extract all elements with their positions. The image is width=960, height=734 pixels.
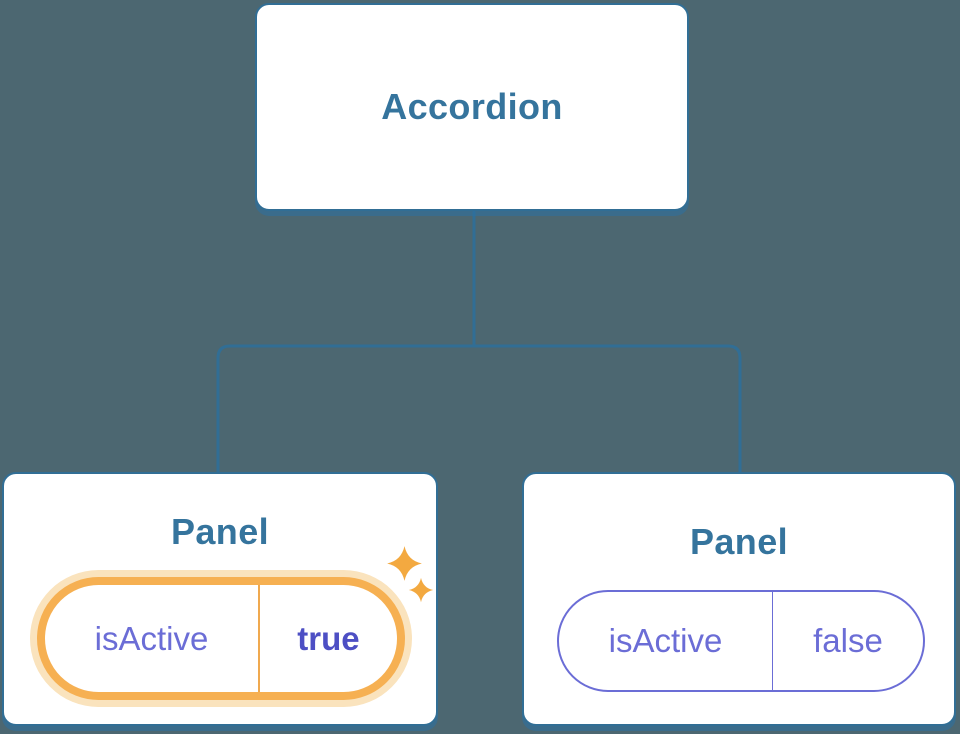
panel-label: Panel xyxy=(689,521,789,562)
state-name: isActive xyxy=(559,592,773,690)
state-value: true xyxy=(297,619,360,657)
accordion-node: Accordion xyxy=(255,3,689,211)
state-pill-inactive: isActive false xyxy=(557,590,925,692)
state-pill-active: isActive true xyxy=(37,577,405,700)
state-value: false xyxy=(813,622,883,659)
state-name: isActive xyxy=(45,585,260,692)
panel-label: Panel xyxy=(170,511,270,552)
panel-node-inactive: Panel isActive false xyxy=(522,472,956,726)
accordion-label: Accordion xyxy=(381,86,563,127)
connector-elbow xyxy=(216,344,742,474)
panel-node-active: Panel isActive true xyxy=(2,472,438,726)
